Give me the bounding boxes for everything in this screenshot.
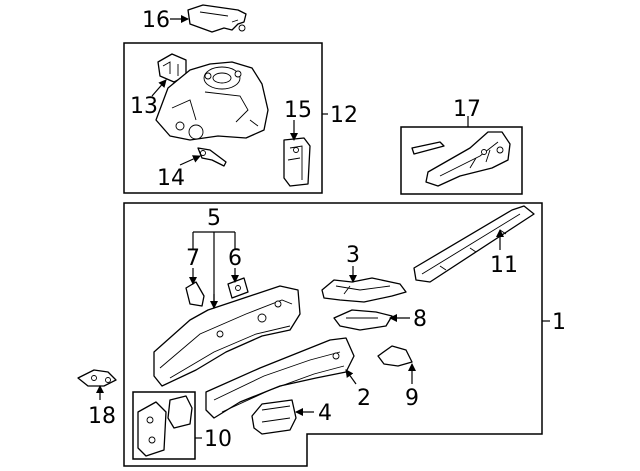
callout-12: 12 — [330, 103, 358, 128]
callout-10: 10 — [204, 427, 232, 452]
callout-2: 2 — [357, 386, 371, 411]
callout-14: 14 — [157, 166, 185, 191]
group-box-17 — [400, 126, 523, 195]
part-4-piece — [251, 399, 297, 435]
callout-7: 7 — [186, 246, 200, 271]
part-7-piece — [185, 281, 205, 307]
callout-1: 1 — [552, 310, 566, 335]
strut-tower — [155, 61, 269, 141]
part-15-bracket — [283, 137, 311, 187]
callout-18: 18 — [88, 404, 116, 429]
group-box-1 — [123, 202, 543, 467]
callout-6: 6 — [228, 246, 242, 271]
part-10-piece — [137, 395, 193, 457]
callout-3: 3 — [346, 243, 360, 268]
part-16-bracket — [187, 4, 247, 33]
callout-8: 8 — [413, 307, 427, 332]
part-6-piece — [227, 277, 249, 299]
group-box-12 — [123, 42, 323, 194]
callout-11: 11 — [490, 253, 518, 278]
part-9-piece — [377, 345, 413, 367]
part-11-rail — [413, 205, 535, 283]
part-14-clip — [197, 147, 227, 167]
callout-9: 9 — [405, 386, 419, 411]
callout-13: 13 — [130, 94, 158, 119]
part-8-piece — [333, 309, 393, 331]
callout-17: 17 — [453, 97, 481, 122]
group-box-10 — [132, 391, 196, 460]
leader-lines — [96, 15, 550, 439]
callout-16: 16 — [142, 8, 170, 33]
part-17-rail — [411, 131, 511, 187]
callout-15: 15 — [284, 98, 312, 123]
callout-5: 5 — [207, 206, 221, 231]
part-18-bracket — [77, 369, 117, 387]
callout-4: 4 — [318, 401, 332, 426]
part-3-piece — [321, 277, 407, 303]
